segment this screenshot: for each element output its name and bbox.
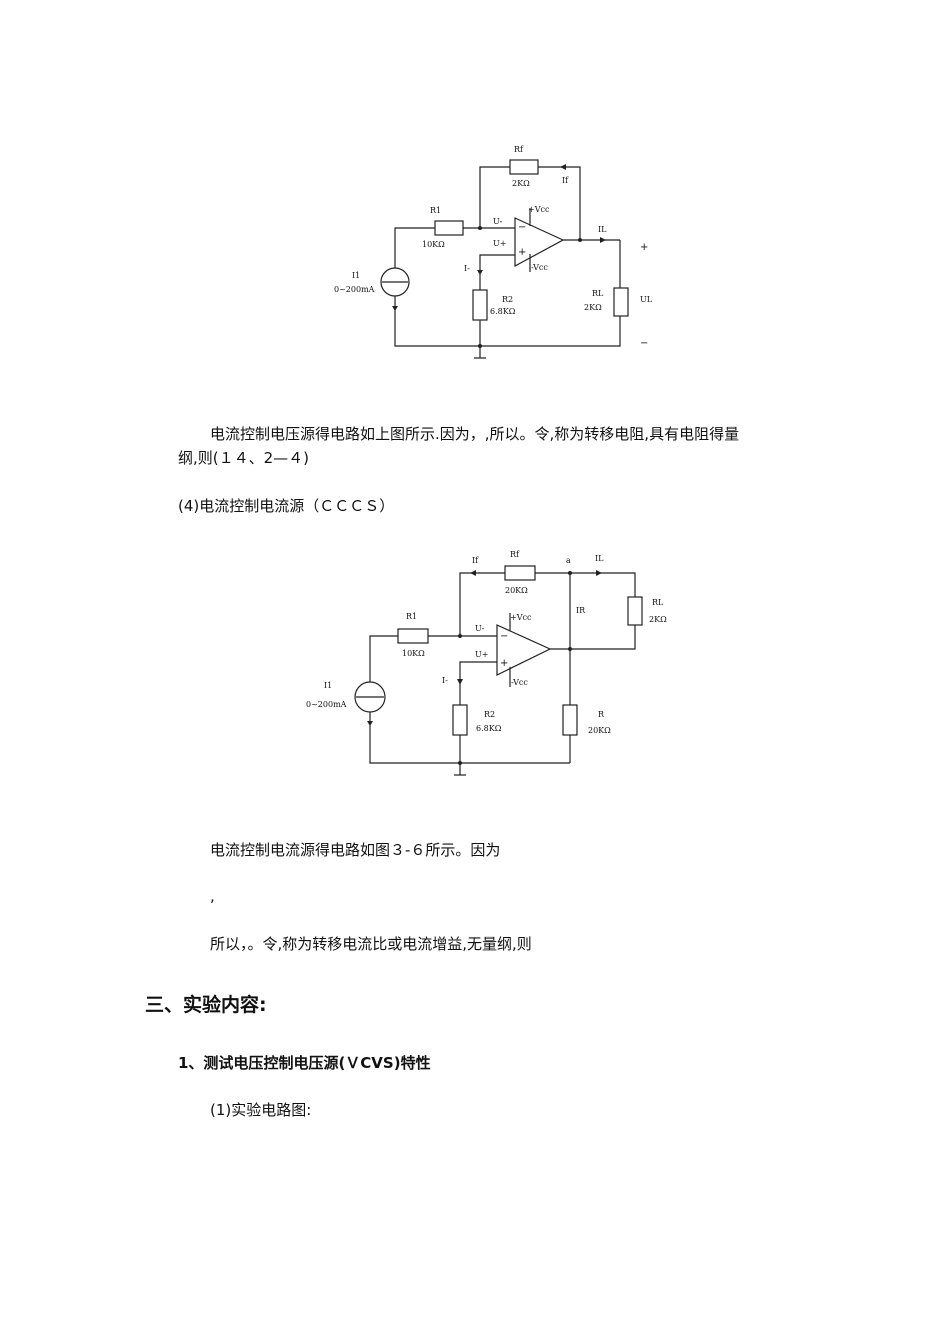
- label-r2: R2: [502, 295, 513, 304]
- label-rl-value: 2KΩ: [584, 303, 602, 312]
- label-op-plus: +: [500, 658, 508, 669]
- resistor-rl: [627, 596, 643, 626]
- label-node-a: a: [566, 556, 571, 565]
- label-r: R: [598, 710, 605, 719]
- resistor-r: [562, 704, 578, 736]
- label-plus: +: [640, 242, 648, 253]
- resistor-rf: [509, 159, 539, 175]
- paragraph-ccvs-line2: 纲,则(１４、2—４): [178, 449, 310, 467]
- label-rl-value: 2KΩ: [649, 615, 667, 624]
- paragraph-cccs-2: ,: [210, 887, 215, 905]
- op-amp: [496, 624, 552, 676]
- label-i-minus: I-: [464, 264, 470, 273]
- label-i1-range: 0~200mA: [334, 285, 375, 294]
- label-i1: I1: [324, 681, 332, 690]
- label-if: If: [562, 176, 569, 185]
- label-i1-range: 0~200mA: [306, 700, 347, 709]
- label-rl: RL: [652, 598, 664, 607]
- label-r1: R1: [430, 206, 441, 215]
- label-u-minus: U-: [475, 624, 485, 633]
- label-u-minus: U-: [493, 217, 503, 226]
- label-r-value: 20KΩ: [588, 726, 611, 735]
- circuit-cccs-svg: If Rf 20KΩ a IL R1 10KΩ U- U+ − + +Vcc -…: [306, 550, 667, 776]
- label-vcc-neg: -Vcc: [531, 263, 548, 272]
- item-circuit-diagram: (1)实验电路图:: [210, 1101, 312, 1119]
- label-vcc-neg: -Vcc: [511, 678, 528, 687]
- label-rf-value: 20KΩ: [505, 586, 528, 595]
- label-op-minus: −: [518, 222, 526, 233]
- paragraph-ccvs: 电流控制电压源得电路如上图所示.因为，,所以。令,称为转移电阻,具有电阻得量 纲…: [178, 422, 828, 470]
- label-il: IL: [595, 554, 604, 563]
- label-vcc-pos: +Vcc: [510, 613, 532, 622]
- resistor-r2: [452, 704, 468, 736]
- label-r1: R1: [406, 612, 417, 621]
- label-rf: Rf: [510, 550, 520, 559]
- label-rf-value: 2KΩ: [512, 179, 530, 188]
- label-i-minus: I-: [442, 676, 448, 685]
- label-r2: R2: [484, 710, 495, 719]
- heading-cccs: (4)电流控制电流源（ＣＣＣＳ）: [178, 497, 395, 515]
- paragraph-ccvs-line1: 电流控制电压源得电路如上图所示.因为，,所以。令,称为转移电阻,具有电阻得量: [210, 425, 740, 443]
- label-r2-value: 6.8KΩ: [490, 307, 516, 316]
- circuit-diagram-cccs: If Rf 20KΩ a IL R1 10KΩ U- U+ − + +Vcc -…: [300, 545, 680, 785]
- label-r1-value: 10KΩ: [422, 240, 445, 249]
- label-vcc-pos: +Vcc: [528, 205, 550, 214]
- paragraph-cccs-1: 电流控制电流源得电路如图３-６所示。因为: [210, 841, 501, 859]
- label-i1: I1: [352, 271, 360, 280]
- label-if: If: [472, 556, 479, 565]
- resistor-r2: [472, 289, 488, 321]
- op-amp: [514, 217, 565, 268]
- circuit-diagram-ccvs: Rf 2KΩ If R1 10KΩ U- U+ − + +Vcc -Vcc IL…: [330, 140, 670, 370]
- resistor-rf: [504, 565, 536, 581]
- label-rl: RL: [592, 289, 604, 298]
- label-u-plus: U+: [475, 650, 488, 659]
- label-il: IL: [598, 225, 607, 234]
- resistor-r1: [397, 628, 429, 644]
- resistor-rl: [613, 287, 629, 317]
- label-op-plus: +: [518, 247, 526, 258]
- label-u-plus: U+: [493, 239, 506, 248]
- circuit-ccvs-svg: Rf 2KΩ If R1 10KΩ U- U+ − + +Vcc -Vcc IL…: [334, 145, 653, 359]
- paragraph-cccs-3: 所以，。令,称为转移电流比或电流增益,无量纲,则: [210, 935, 532, 953]
- resistor-r1: [434, 220, 464, 236]
- section-heading-experiment: 三、实验内容:: [145, 994, 267, 1016]
- subsection-heading-vcvs: 1、测试电压控制电压源(ＶCVS)特性: [178, 1054, 431, 1072]
- label-ir: IR: [576, 606, 586, 615]
- label-ul: UL: [640, 295, 653, 304]
- label-r2-value: 6.8KΩ: [476, 724, 502, 733]
- label-rf: Rf: [514, 145, 524, 154]
- label-minus: −: [640, 338, 648, 349]
- label-r1-value: 10KΩ: [402, 649, 425, 658]
- label-op-minus: −: [500, 631, 508, 642]
